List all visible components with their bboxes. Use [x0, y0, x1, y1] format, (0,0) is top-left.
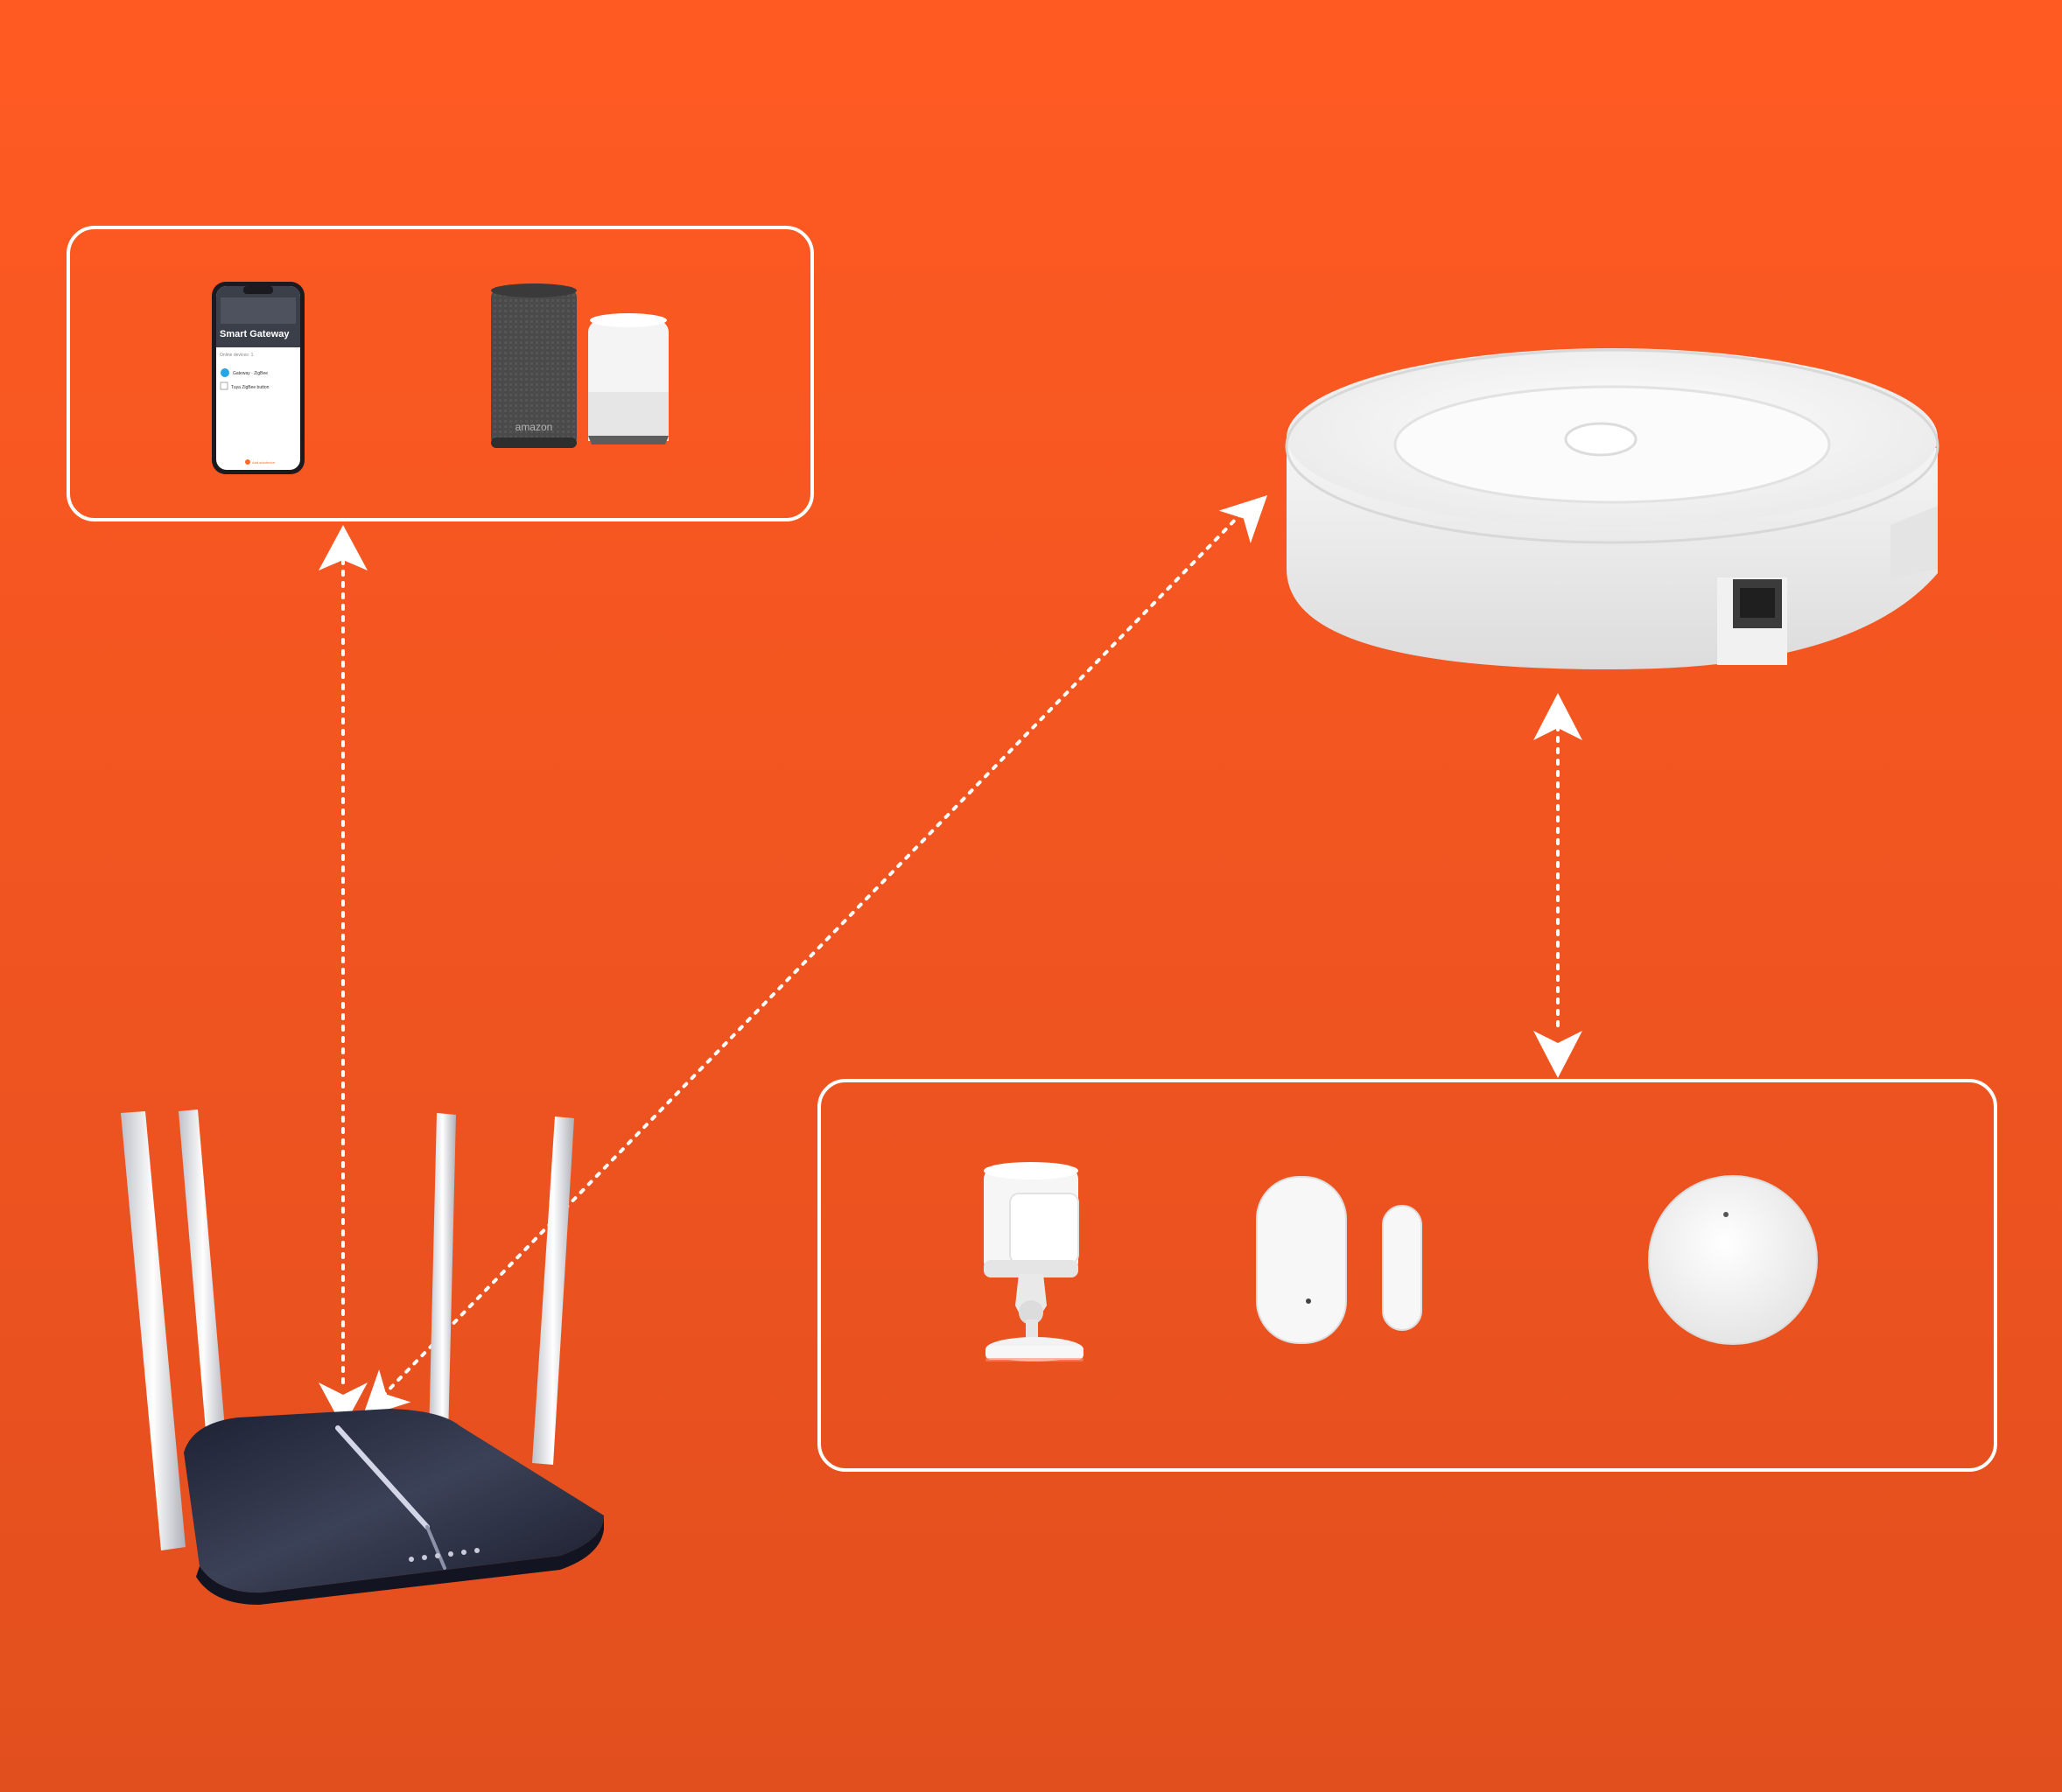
smartphone-icon: Smart Gateway Online devices: 1 Gateway …	[212, 282, 305, 474]
phone-device-row-2: Tuya ZigBee button	[231, 385, 270, 390]
phone-device-row: Gateway · ZigBee	[233, 371, 268, 376]
subdevices-box	[817, 1079, 1997, 1472]
arrow-icon	[319, 525, 368, 570]
motion-sensor-icon	[984, 1162, 1084, 1362]
smart-speaker-icon: amazon	[491, 284, 577, 448]
arrow-icon	[1533, 693, 1582, 740]
door-sensor-icon	[1256, 1176, 1422, 1344]
arrow-icon	[1218, 495, 1267, 543]
phone-app-title: Smart Gateway	[220, 329, 290, 340]
arrow-icon	[362, 1369, 411, 1418]
wifi-router-icon	[121, 1110, 604, 1605]
google-home-icon	[588, 313, 669, 444]
control-devices-box	[67, 226, 814, 522]
arrow-icon	[1533, 1031, 1582, 1078]
phone-add-button: Add subdevice	[252, 460, 276, 465]
gateway-hub-icon	[1285, 348, 1939, 669]
phone-section-label: Online devices: 1	[220, 353, 254, 358]
round-button-icon	[1648, 1175, 1818, 1345]
arrow-icon	[319, 1382, 368, 1428]
link-router-to-hub	[373, 510, 1245, 1406]
speaker-brand: amazon	[516, 421, 553, 433]
